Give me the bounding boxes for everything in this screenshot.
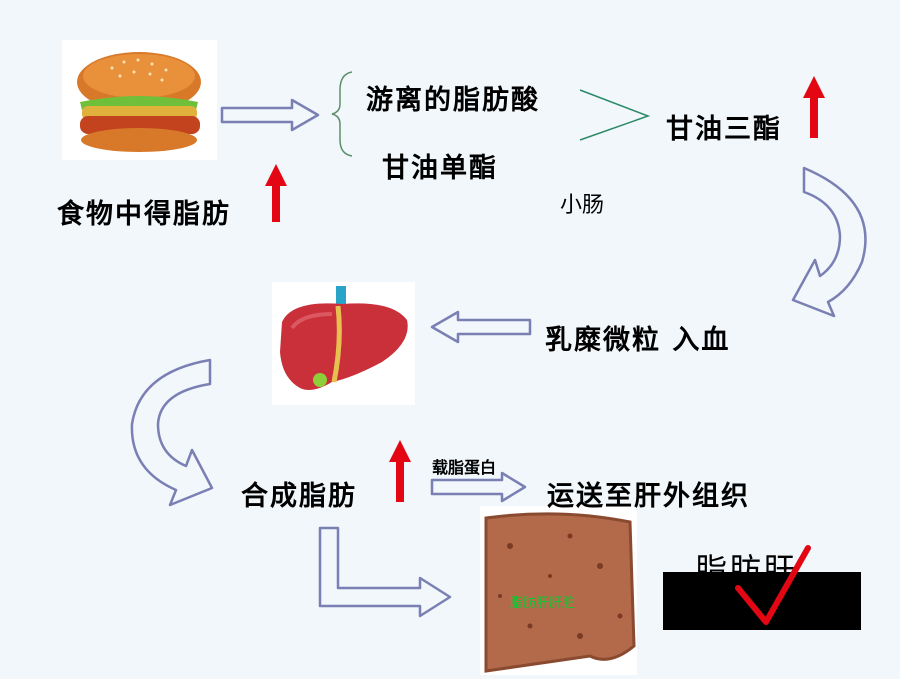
node-synthesize-fat: 合成脂肪 — [241, 481, 357, 512]
merge-lines — [579, 89, 651, 141]
check-icon — [735, 545, 811, 625]
up-arrow-icon — [389, 440, 411, 502]
node-transport: 运送至肝外组织 — [547, 481, 750, 512]
hollow-arrow-icon — [430, 471, 527, 503]
hollow-arrow-icon — [430, 310, 532, 344]
up-arrow-icon — [265, 164, 287, 222]
node-chylomicron: 乳糜微粒 入血 — [545, 325, 731, 356]
fatty-liver-image — [480, 506, 637, 675]
liver-image — [272, 282, 415, 405]
curved-arrow-icon — [130, 358, 214, 507]
node-triglyceride: 甘油三酯 — [666, 114, 782, 145]
node-apolipoprotein: 载脂蛋白 — [432, 458, 497, 477]
curved-arrow-icon — [791, 166, 867, 318]
fatty-liver-image-tag: 脂肪肝肝脏 — [510, 596, 576, 611]
node-free-fatty-acid: 游离的脂肪酸 — [366, 85, 540, 116]
brace-icon — [331, 71, 353, 157]
node-small-intestine: 小肠 — [560, 193, 605, 218]
burger-image — [62, 40, 217, 160]
node-monoglyceride: 甘油单酯 — [382, 153, 498, 184]
node-food-fat: 食物中得脂肪 — [57, 199, 231, 230]
up-arrow-icon — [803, 76, 825, 138]
hollow-arrow-icon — [318, 526, 452, 618]
hollow-arrow-icon — [220, 98, 320, 132]
